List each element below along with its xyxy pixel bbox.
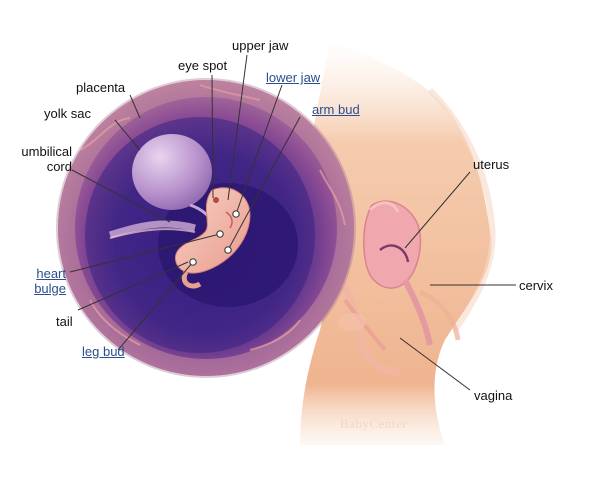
label-umbilical-cord: umbilical cord xyxy=(21,144,72,174)
label-uterus: uterus xyxy=(473,157,510,172)
label-placenta: placenta xyxy=(76,80,126,95)
link-heart-bulge[interactable]: heart bulge xyxy=(34,266,66,296)
pelvic-organs xyxy=(336,200,461,376)
label-eye-spot: eye spot xyxy=(178,58,228,73)
link-lower-jaw[interactable]: lower jaw xyxy=(266,70,321,85)
label-yolk-sac: yolk sac xyxy=(44,106,91,121)
leader-lines xyxy=(69,54,516,391)
link-leg-bud[interactable]: leg bud xyxy=(82,344,125,359)
watermark-text: BabyCenter xyxy=(340,416,408,431)
label-upper-jaw: upper jaw xyxy=(232,38,289,53)
link-arm-bud[interactable]: arm bud xyxy=(312,102,360,117)
embryo-circle xyxy=(56,78,356,378)
label-tail: tail xyxy=(56,314,73,329)
label-vagina: vagina xyxy=(474,388,513,403)
label-cervix: cervix xyxy=(519,278,553,293)
pointer-dots xyxy=(189,210,240,266)
